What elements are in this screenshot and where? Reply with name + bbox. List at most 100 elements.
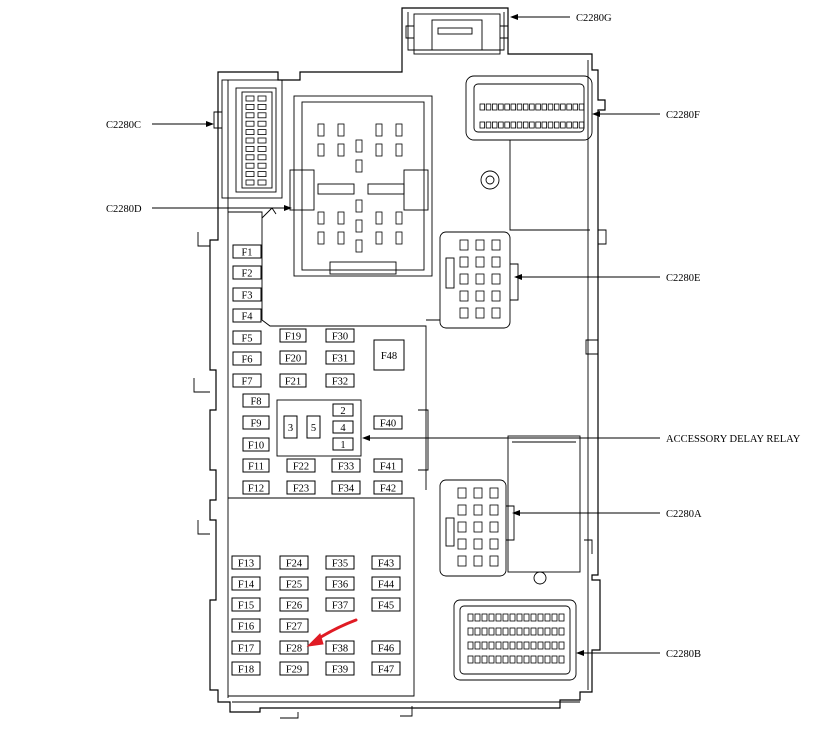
fuse-f7: F7 [232, 373, 262, 388]
label-c2280e: C2280E [666, 273, 700, 284]
fuse-f10: F10 [242, 437, 270, 452]
fuse-label: F2 [241, 268, 252, 279]
fuse-f25: F25 [279, 576, 309, 591]
fuse-box [371, 640, 401, 655]
fuse-box [371, 555, 401, 570]
connector-c2280b [453, 599, 577, 681]
fuse-f8: F8 [242, 393, 270, 408]
fuse-label: F12 [248, 483, 264, 494]
fuse-f40: F40 [373, 415, 403, 430]
fuse-label: F33 [338, 461, 354, 472]
fuse-label: F25 [286, 579, 302, 590]
label-c2280d: C2280D [106, 204, 142, 215]
relay-pin-5: 5 [311, 423, 316, 434]
label-c2280g: C2280G [576, 13, 612, 24]
fuse-label: F47 [378, 664, 394, 675]
fuse-box [371, 661, 401, 676]
fuse-f43: F43 [371, 555, 401, 570]
fuse-label: F7 [241, 376, 252, 387]
fuse-label: F37 [332, 600, 348, 611]
fuse-label: F20 [285, 353, 301, 364]
fuse-box [231, 618, 261, 633]
fuse-f37: F37 [325, 597, 355, 612]
fuse-box [242, 415, 270, 430]
fuse-label: F38 [332, 643, 348, 654]
fuse-f16: F16 [231, 618, 261, 633]
fuse-box [325, 640, 355, 655]
fuse-label: F8 [250, 396, 261, 407]
relay-pin-3: 3 [288, 423, 293, 434]
fuse-box [279, 576, 309, 591]
fuse-label: F10 [248, 440, 264, 451]
fuse-label: F43 [378, 558, 394, 569]
connector-c2280f [465, 75, 593, 231]
fuse-box [325, 576, 355, 591]
fuse-f18: F18 [231, 661, 261, 676]
fuse-box [373, 339, 405, 371]
fuse-f41: F41 [373, 458, 403, 473]
fuse-box [279, 640, 309, 655]
fuse-label: F28 [286, 643, 302, 654]
fuse-label: F31 [332, 353, 348, 364]
fuse-box [242, 393, 270, 408]
relay-pin-1: 1 [340, 440, 345, 451]
fuse-f5: F5 [232, 330, 262, 345]
fuse-f35: F35 [325, 555, 355, 570]
label-c2280c: C2280C [106, 120, 141, 131]
fuse-f12: F12 [242, 480, 270, 495]
fuse-box [231, 640, 261, 655]
fuse-box [231, 597, 261, 612]
fuse-f14: F14 [231, 576, 261, 591]
fuse-box [325, 555, 355, 570]
fuse-label: F11 [248, 461, 264, 472]
fuse-f38: F38 [325, 640, 355, 655]
fuse-box [286, 458, 316, 473]
fuse-label: F32 [332, 376, 348, 387]
fuse-f29: F29 [279, 661, 309, 676]
fuse-label: F45 [378, 600, 394, 611]
fuse-label: F15 [238, 600, 254, 611]
fuse-box [232, 330, 262, 345]
fuse-f21: F21 [279, 373, 307, 388]
fuse-box [373, 415, 403, 430]
fuse-box [232, 351, 262, 366]
fuse-label: F13 [238, 558, 254, 569]
fuse-label: F35 [332, 558, 348, 569]
fuse-box [242, 480, 270, 495]
fuse-f39: F39 [325, 661, 355, 676]
fuse-label: F5 [241, 333, 252, 344]
fuse-label: F22 [293, 461, 309, 472]
fuse-f48: F48 [373, 339, 405, 371]
fuse-f32: F32 [325, 373, 355, 388]
fuse-label: F16 [238, 621, 254, 632]
fuse-box [325, 373, 355, 388]
fuse-box [232, 287, 262, 302]
fuse-box [279, 597, 309, 612]
connector-c2280c [213, 79, 283, 199]
fuse-f2: F2 [232, 265, 262, 280]
fuse-label: F42 [380, 483, 396, 494]
fuse-label: F39 [332, 664, 348, 675]
fuse-box [231, 576, 261, 591]
fuse-f15: F15 [231, 597, 261, 612]
fuse-f19: F19 [279, 328, 307, 343]
fuse-box [279, 618, 309, 633]
label-c2280b: C2280B [666, 649, 701, 660]
fuse-box [325, 661, 355, 676]
fuse-f23: F23 [286, 480, 316, 495]
fuse-box [325, 597, 355, 612]
fuse-box [242, 458, 270, 473]
fuse-label: F27 [286, 621, 302, 632]
fuse-f42: F42 [373, 480, 403, 495]
fuse-box [331, 480, 361, 495]
fuse-label: F1 [241, 247, 252, 258]
fuse-f26: F26 [279, 597, 309, 612]
fuse-label: F9 [250, 418, 261, 429]
label-c2280f: C2280F [666, 110, 700, 121]
fuse-box [232, 373, 262, 388]
fuse-f17: F17 [231, 640, 261, 655]
fuse-label: F36 [332, 579, 348, 590]
fuse-f30: F30 [325, 328, 355, 343]
fuse-label: F34 [338, 483, 355, 494]
fuse-box [325, 328, 355, 343]
